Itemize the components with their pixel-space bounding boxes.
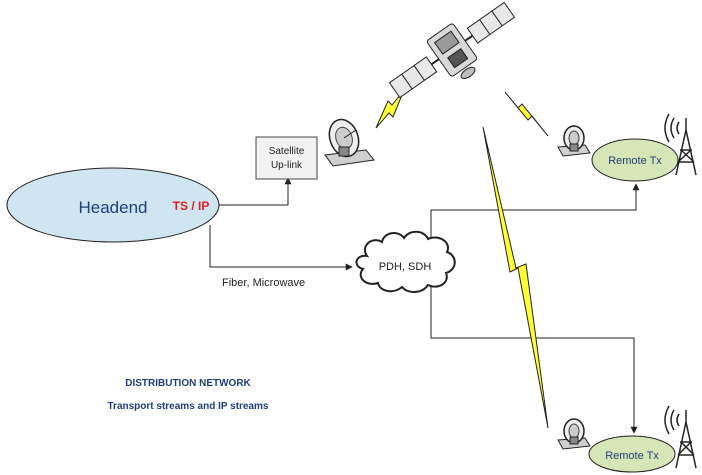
headend-node: Headend TS / IP [6,167,220,243]
remote-bottom-dish-icon [557,418,591,450]
connector-lines [209,177,640,434]
headend-to-uplink-line [218,177,292,206]
remote-tx-top-node: Remote Tx [591,138,679,182]
fiber-microwave-label: Fiber, Microwave [222,277,305,289]
satellite-icon [388,1,516,99]
remote-top-label: Remote Tx [608,155,662,167]
uplink-label-line1: Satellite [269,146,305,157]
caption-title: DISTRIBUTION NETWORK [125,378,251,389]
cloud-to-remote-top-line [430,183,640,255]
headend-ts-ip-tag: TS / IP [173,199,210,213]
remote-top-dish-icon [557,125,591,157]
headend-label: Headend [78,198,147,217]
headend-to-cloud-line [209,225,353,271]
wireless-links [375,89,549,429]
cloud-label: PDH, SDH [379,261,432,273]
remote-bottom-label: Remote Tx [605,450,659,462]
caption-subtitle: Transport streams and IP streams [108,401,269,412]
tower-top-icon [664,113,697,176]
pdh-sdh-cloud: PDH, SDH [355,230,456,293]
satellite-uplink-box: Satellite Up-link [255,136,318,180]
remote-tx-bottom-node: Remote Tx [588,435,676,473]
lightning-satellite-to-bottom-remote-icon [482,126,549,429]
lightning-satellite-to-top-remote-icon [504,91,549,137]
tower-bottom-icon [664,405,697,469]
cloud-to-remote-bottom-line [430,282,638,434]
uplink-label-line2: Up-link [271,160,303,171]
uplink-dish-icon [324,118,375,167]
